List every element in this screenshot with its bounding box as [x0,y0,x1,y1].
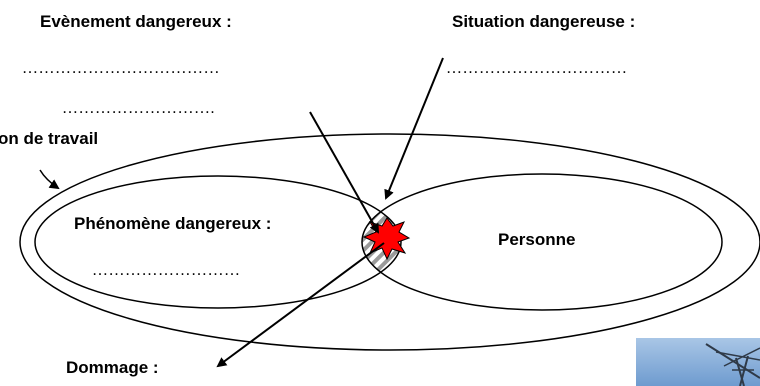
personne-ellipse [361,173,723,311]
dommage-label: Dommage : [66,358,159,377]
situation-dangereuse-label: Situation dangereuse : [452,12,636,31]
phenomene-dangereux-label: Phénomène dangereux : [74,214,272,233]
zone-de-travail-label: on de travail [0,129,99,148]
zone-travail-ellipse [19,133,760,351]
phenomene-ellipse [34,175,402,309]
arrow-evenement [309,111,379,234]
arrow-zone-travail [39,169,60,190]
personne-label: Personne [498,230,576,249]
arrow-situation [384,57,444,200]
evenement-blank-1: ……………………………… [22,60,220,77]
arrow-dommage [216,242,385,368]
intersection-hatch [362,176,401,308]
evenement-blank-2: ………………………. [62,100,215,117]
situation-blank-1: …………………………… [446,60,628,77]
corner-photo [636,338,760,386]
evenement-dangereux-label: Evènement dangereux : [40,12,232,31]
phenomene-blank-1: ……………………… [92,262,241,279]
